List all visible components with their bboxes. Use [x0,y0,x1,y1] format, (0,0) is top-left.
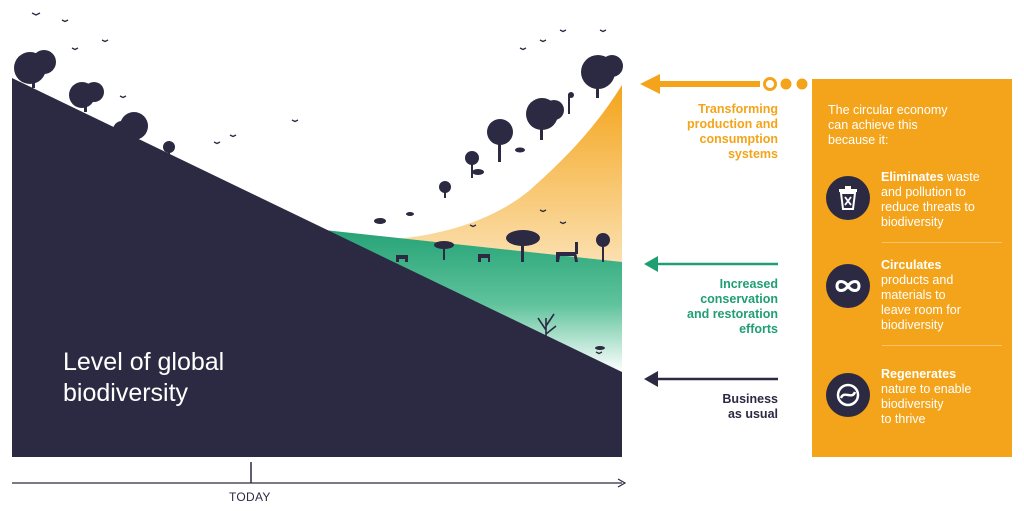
timeline-axis [12,462,627,488]
label-line: Increased [719,277,778,291]
label-line: and restoration [687,307,778,321]
panel-divider [882,242,1002,243]
eliminates-rest: waste [943,170,980,184]
eliminates-text: Eliminates waste and pollution to reduce… [881,170,1009,230]
main-title: Level of global biodiversity [63,347,224,409]
label-line: systems [727,147,778,161]
eliminates-bold: Eliminates [881,170,944,184]
transforming-arrow [640,74,808,94]
eliminates-first-line: Eliminates waste [881,170,1009,185]
business-as-usual-label: Business as usual [608,392,778,422]
label-line: efforts [739,322,778,336]
label-line: production and [687,117,778,131]
item-line: biodiversity [881,318,944,332]
tree-silhouettes-right [374,55,623,224]
item-line: and pollution to [881,185,966,199]
label-line: Transforming [698,102,778,116]
circular-economy-panel: The circular economy can achieve this be… [812,79,1012,457]
circulates-text: Circulates products and materials to lea… [881,258,1009,333]
conservation-arrow [644,256,778,272]
label-line: as usual [727,407,778,421]
infinity-icon [826,264,870,308]
item-line: leave room for [881,303,961,317]
conservation-silhouettes [466,313,605,350]
panel-divider [882,345,1002,346]
bird-silhouettes [31,12,607,355]
savanna-silhouettes [396,230,610,262]
item-line: biodiversity [881,215,944,229]
item-line: materials to [881,288,946,302]
panel-intro: The circular economy can achieve this be… [828,103,1003,148]
item-line: biodiversity [881,397,944,411]
conservation-label: Increased conservation and restoration e… [608,277,778,337]
regenerates-text: Regenerates nature to enable biodiversit… [881,367,1009,427]
label-line: conservation [700,292,778,306]
panel-intro-line: because it: [828,133,889,147]
business-as-usual-arrow [644,371,778,387]
business-as-usual-area [12,78,622,457]
panel-intro-line: The circular economy [828,103,948,117]
tree-silhouettes-left [14,50,230,210]
today-label: TODAY [229,490,271,504]
panel-intro-line: can achieve this [828,118,918,132]
eliminates-item: Eliminates waste and pollution to reduce… [824,170,1012,246]
item-line: to thrive [881,412,926,426]
item-line: products and [881,273,954,287]
circulates-item: Circulates products and materials to lea… [824,258,1012,334]
label-line: Business [722,392,778,406]
item-line: reduce threats to [881,200,975,214]
regenerates-item: Regenerates nature to enable biodiversit… [824,367,1012,443]
transforming-label: Transforming production and consumption … [608,102,778,162]
transforming-scenario-area [262,85,622,262]
bin-icon [826,176,870,220]
regenerates-first-line: Regenerates [881,367,1009,382]
regenerate-icon [826,373,870,417]
circulates-first-line: Circulates [881,258,1009,273]
regenerates-bold: Regenerates [881,367,957,381]
label-line: consumption [699,132,778,146]
circulates-bold: Circulates [881,258,942,272]
item-line: nature to enable [881,382,972,396]
main-title-line: Level of global [63,348,225,376]
main-title-line: biodiversity [63,379,189,407]
